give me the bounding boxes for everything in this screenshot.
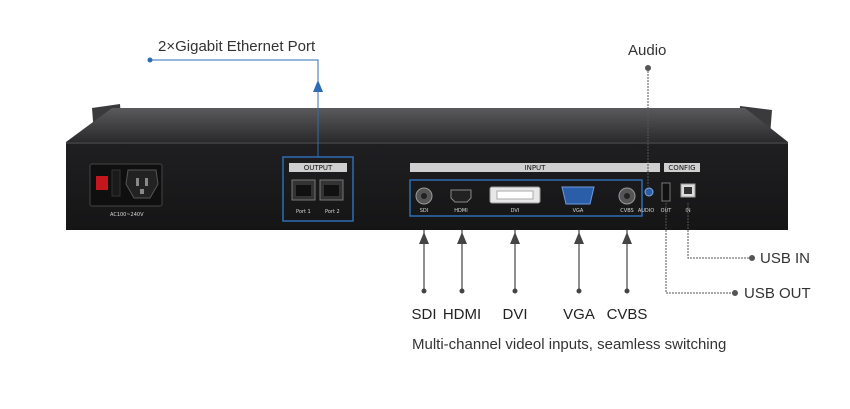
power-socket-icon <box>125 169 159 199</box>
vga-small-label: VGA <box>573 208 584 214</box>
cvbs-arrow <box>622 230 632 294</box>
caption: Multi-channel videol inputs, seamless sw… <box>412 336 727 353</box>
audio-jack-icon <box>644 187 654 197</box>
chassis-back-panel <box>66 142 788 230</box>
sdi-arrow <box>419 230 429 294</box>
vga-connector-icon <box>561 186 595 205</box>
input-section: INPUT SDI HDMI DVI VGA CVBS AUDIO <box>409 163 660 217</box>
arrow-up-icon <box>574 232 584 244</box>
dvi-label: DVI <box>502 306 528 323</box>
audio-callout: Audio <box>628 42 667 59</box>
input-header: INPUT <box>525 164 547 172</box>
cvbs-small-label: CVBS <box>620 208 633 214</box>
input-highlight-box <box>409 179 643 217</box>
sdi-small-label: SDI <box>420 208 429 214</box>
ethernet-leader <box>147 57 323 157</box>
port1-label: Port 1 <box>296 209 311 215</box>
hdmi-small-label: HDMI <box>454 208 467 214</box>
chassis-top <box>66 108 788 142</box>
port2-label: Port 2 <box>325 209 340 215</box>
hdmi-connector-icon <box>450 189 472 203</box>
input-arrows <box>419 230 632 294</box>
usb-out-port-icon <box>661 182 671 202</box>
config-header: CONFIG <box>668 164 695 172</box>
vga-arrow <box>574 230 584 294</box>
sdi-label: SDI <box>411 306 437 323</box>
arrow-up-icon <box>457 232 467 244</box>
hdmi-label: HDMI <box>442 306 482 323</box>
usb-out-leader <box>665 203 738 296</box>
vga-label: VGA <box>563 306 595 323</box>
dvi-arrow <box>510 230 520 294</box>
audio-leader <box>645 65 651 186</box>
dvi-small-label: DVI <box>511 208 520 214</box>
usb-out-callout: USB OUT <box>744 285 811 302</box>
cvbs-label: CVBS <box>606 306 648 323</box>
arrow-up-icon <box>510 232 520 244</box>
ethernet-callout: 2×Gigabit Ethernet Port <box>158 38 316 55</box>
arrow-up-icon <box>622 232 632 244</box>
usb-in-callout: USB IN <box>760 250 811 267</box>
arrow-up-icon <box>419 232 429 244</box>
power-switch-icon <box>96 176 108 190</box>
output-header: OUTPUT <box>304 164 333 172</box>
power-module: AC100~240V <box>89 163 163 218</box>
output-section: OUTPUT Port 1 Port 2 <box>282 156 354 222</box>
audio-small-label: AUDIO <box>638 208 654 214</box>
arrow-up-icon <box>313 80 323 92</box>
hdmi-arrow <box>457 230 467 294</box>
power-label: AC100~240V <box>110 212 144 218</box>
usb-in-leader <box>687 203 755 261</box>
